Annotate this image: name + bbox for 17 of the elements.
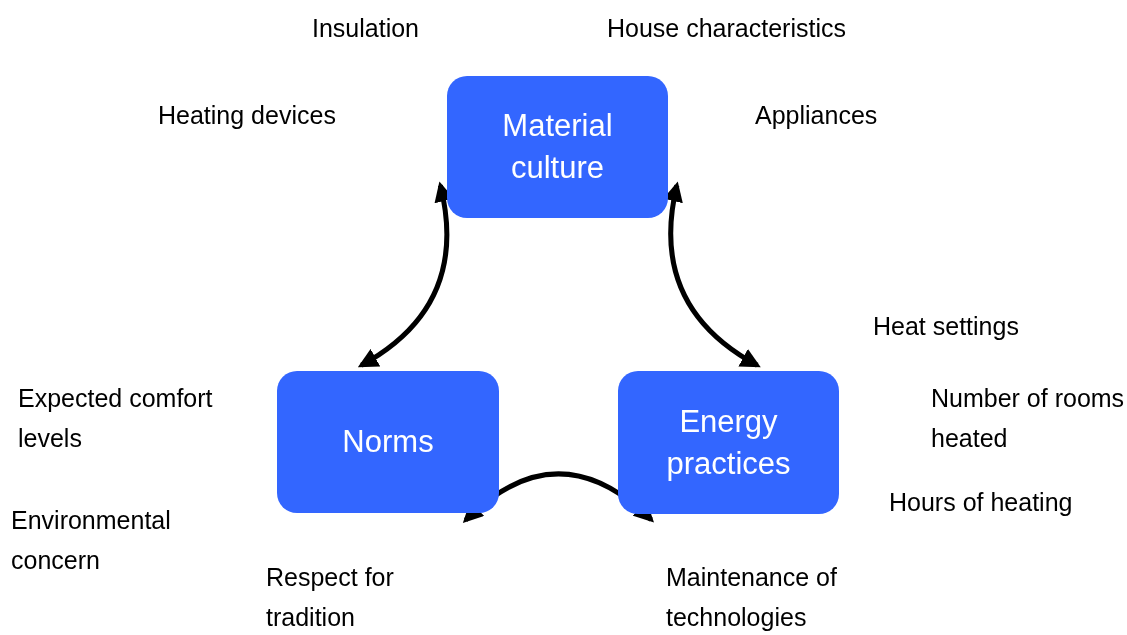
factor-label: Appliances [755, 100, 879, 131]
concept-box [618, 371, 839, 514]
factor-label: Heating devices [158, 100, 337, 131]
concept-box [277, 371, 499, 513]
factor-label: Number of rooms heated [931, 383, 1126, 454]
factor-label: House characteristics [607, 13, 847, 44]
node-label: Energy practices [665, 402, 792, 483]
factor-label: Hours of heating [889, 487, 1074, 518]
concept-box [447, 76, 668, 218]
node-label: Material culture [501, 107, 614, 187]
node-label: Norms [341, 423, 435, 462]
factor-label: Expected comfort levels [18, 383, 214, 454]
factor-label: Maintenance of technologies [666, 562, 838, 633]
factor-label: Insulation [312, 13, 421, 44]
factor-label: Environmental concern [11, 505, 172, 576]
factor-label: Heat settings [873, 311, 1020, 342]
factor-label: Respect for tradition [266, 562, 395, 633]
